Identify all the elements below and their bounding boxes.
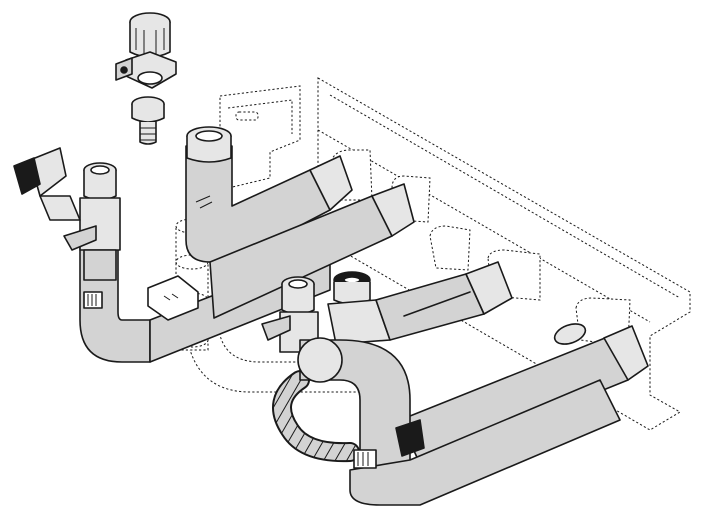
spare-hose-nozzle: [131, 96, 165, 145]
valve-handle-icon: [261, 315, 291, 341]
corrugated-hose-icon: [272, 370, 360, 463]
flow-arrow-icon: [195, 195, 213, 209]
spare-valve-fitting: [115, 12, 177, 89]
valve-handle-icon: [63, 225, 97, 251]
pipe-clip-icon: [353, 449, 377, 469]
center-bracket: [147, 275, 199, 321]
main-lower-elbow: [297, 337, 621, 506]
left-ball-valve: [13, 147, 121, 281]
upper-return-pipe: [185, 126, 415, 319]
